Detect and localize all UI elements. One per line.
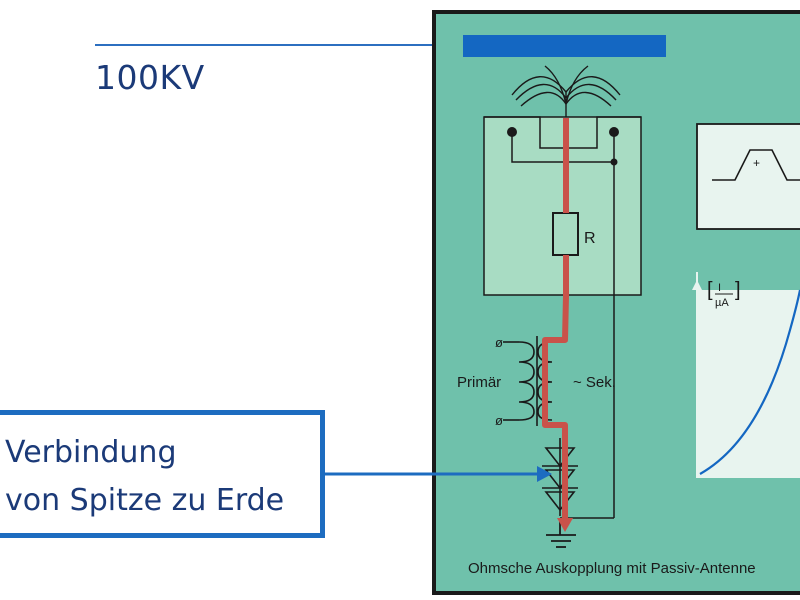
signal-path xyxy=(542,118,569,520)
curve-plot-area xyxy=(697,290,800,478)
y-axis-arrowhead xyxy=(692,280,702,290)
voltage-label: 100KV xyxy=(95,58,205,97)
unit-numerator: I xyxy=(718,282,721,294)
diode-stack xyxy=(542,438,614,519)
callout-box: Verbindung von Spitze zu Erde xyxy=(0,410,325,538)
resistor-label: R xyxy=(584,230,596,247)
electrode-bar xyxy=(463,35,666,57)
ground-icon xyxy=(546,520,576,548)
unit-bracket-right: ] xyxy=(735,279,741,301)
callout-arrowhead xyxy=(537,466,552,482)
terminal-dot-right xyxy=(609,127,619,137)
primary-coil xyxy=(503,336,538,426)
callout-line-1: Verbindung xyxy=(5,435,177,470)
secondary-label: ~ Sek. xyxy=(573,374,616,391)
terminal-symbol-bottom: ø xyxy=(495,413,503,428)
primary-label: Primär xyxy=(457,374,501,391)
sensor-box xyxy=(483,116,642,296)
unit-denominator: µA xyxy=(715,297,729,309)
pulse-display xyxy=(696,123,800,230)
terminal-dot-left xyxy=(507,127,517,137)
current-curve xyxy=(699,289,800,475)
signal-path-arrowhead xyxy=(557,518,573,532)
pulse-sign: + xyxy=(753,156,760,170)
unit-bracket-left: [ xyxy=(707,279,713,301)
junction-dot xyxy=(610,158,618,166)
corona-arcs xyxy=(511,65,621,120)
panel-caption: Ohmsche Auskopplung mit Passiv-Antenne xyxy=(468,560,756,577)
pulse-waveform xyxy=(712,149,800,181)
secondary-coil xyxy=(537,341,553,421)
callout-line-2: von Spitze zu Erde xyxy=(5,483,285,518)
terminal-symbol-top: ø xyxy=(495,335,503,350)
